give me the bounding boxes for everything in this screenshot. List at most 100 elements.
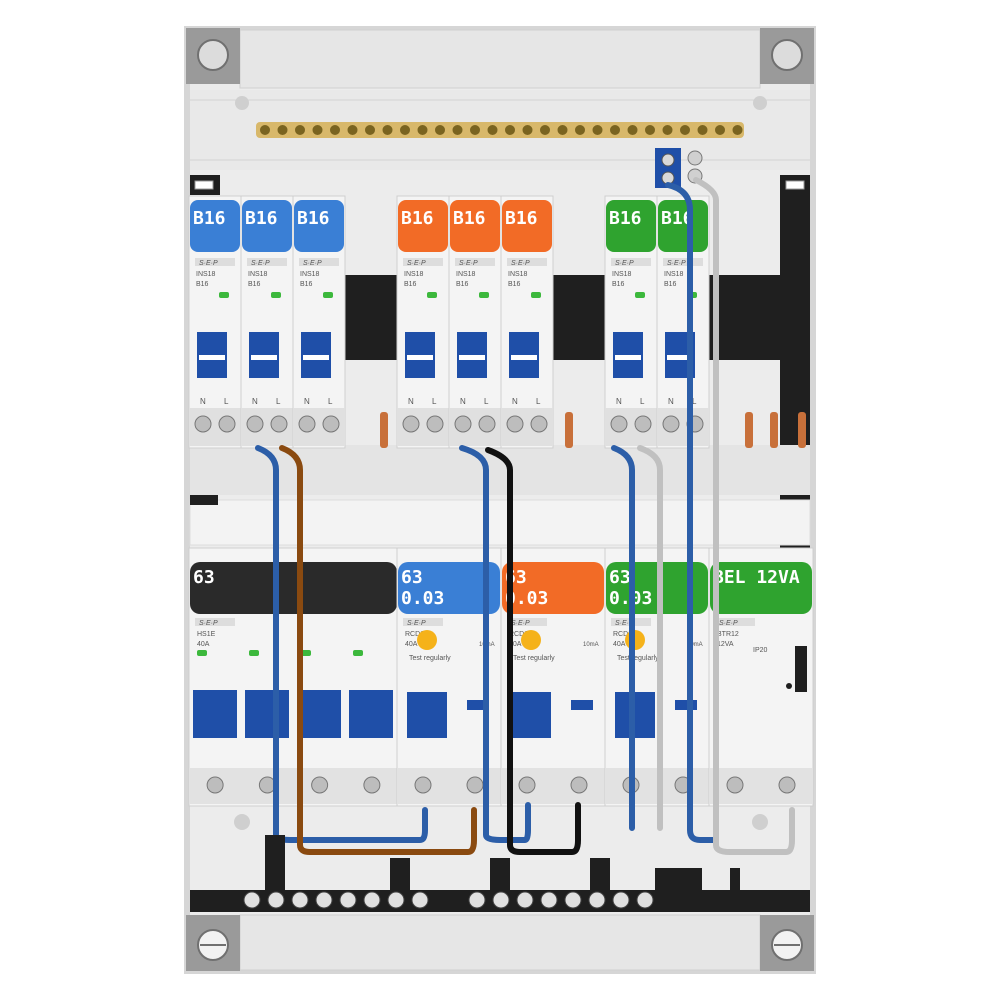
- mcb-label-cap: [398, 200, 448, 252]
- terminal-screw: [311, 776, 329, 794]
- mcb-label: B16: [609, 208, 642, 229]
- mcb-label-cap: [190, 200, 240, 252]
- wire-blue-2: [459, 445, 531, 843]
- busbar-screw: [312, 125, 323, 135]
- terminal-screw: [218, 415, 236, 433]
- terminal-n: N: [668, 397, 674, 406]
- bottom-terminals: [190, 835, 810, 912]
- mcb-label-cap: [242, 200, 292, 252]
- device-note: Test regularly: [513, 655, 555, 662]
- busbar-strip: [256, 122, 744, 138]
- status-indicator: [249, 650, 259, 656]
- mcb-model: INS18: [664, 271, 684, 278]
- brand-text: S·E·P: [251, 260, 270, 267]
- busbar-screw: [505, 125, 515, 135]
- main-switch-toggle: [297, 690, 341, 738]
- terminal-screw: [612, 891, 630, 909]
- toggle-line: [615, 355, 641, 360]
- device-model: RCD1: [405, 631, 424, 638]
- terminal-l: L: [276, 397, 281, 406]
- mcb-label: B16: [453, 208, 486, 229]
- rcd-slider: [571, 700, 593, 710]
- device-rating: 40A: [197, 641, 210, 648]
- terminal-screw: [194, 415, 212, 433]
- terminal-screw: [322, 415, 340, 433]
- mcb-rating: B16: [664, 281, 677, 288]
- terminal-screw: [414, 776, 432, 794]
- brand-text: S·E·P: [511, 260, 530, 267]
- mcb-label: B16: [193, 208, 226, 229]
- busbar-screw: [715, 125, 725, 135]
- device-note: Test regularly: [617, 655, 659, 662]
- wire-black-1: [485, 447, 581, 855]
- terminal-screw: [478, 415, 496, 433]
- brand-strip: [299, 258, 339, 266]
- terminal-l: L: [328, 397, 333, 406]
- mcb-label-cap: [450, 200, 500, 252]
- device-label-line1: 63: [609, 567, 631, 588]
- terminal-l: L: [224, 397, 229, 406]
- mcb-rating: B16: [300, 281, 313, 288]
- terminal-l: L: [536, 397, 541, 406]
- brand-text: S·E·P: [407, 260, 426, 267]
- terminal-screw: [636, 891, 654, 909]
- busbar-screw: [540, 125, 550, 135]
- brand-strip: [403, 618, 443, 626]
- terminal-screw: [492, 891, 510, 909]
- terminal-screw: [634, 415, 652, 433]
- toggle-line: [459, 355, 485, 360]
- mcb-label: B16: [297, 208, 330, 229]
- mcb-label: B16: [245, 208, 278, 229]
- terminal-l: L: [692, 397, 697, 406]
- mcb-rating: B16: [248, 281, 261, 288]
- mcb-label-cap: [294, 200, 344, 252]
- status-indicator: [635, 292, 645, 298]
- mcb-label: B16: [505, 208, 538, 229]
- brand-text: S·E·P: [615, 260, 634, 267]
- status-indicator: [219, 292, 229, 298]
- mcb-model: INS18: [508, 271, 528, 278]
- mcb-rating: B16: [508, 281, 521, 288]
- mcb-label: B16: [401, 208, 434, 229]
- device-rating: 40A: [613, 641, 626, 648]
- corner-screws: [186, 28, 814, 971]
- test-button: [521, 630, 541, 650]
- mcb-model: INS18: [196, 271, 216, 278]
- brand-text: S·E·P: [407, 620, 426, 627]
- status-indicator: [323, 292, 333, 298]
- terminal-screw: [466, 776, 484, 794]
- terminal-screw: [518, 776, 536, 794]
- brand-text: S·E·P: [719, 620, 738, 627]
- brand-strip: [455, 258, 495, 266]
- terminal-screw: [468, 891, 486, 909]
- terminal-screw: [564, 891, 582, 909]
- brand-strip: [247, 258, 287, 266]
- brand-strip: [611, 258, 651, 266]
- status-indicator: [353, 650, 363, 656]
- main-switch-toggle: [349, 690, 393, 738]
- busbar-screw: [610, 125, 620, 135]
- terminal-screw: [454, 415, 472, 433]
- busbar-screw: [470, 125, 480, 135]
- terminal-screw: [315, 891, 333, 909]
- brand-text: S·E·P: [667, 260, 686, 267]
- device-label-line1: BEL 12VA: [713, 567, 800, 588]
- rcd-slider: [467, 700, 489, 710]
- busbar-screw: [627, 125, 638, 135]
- terminal-n: N: [616, 397, 622, 406]
- toggle-line: [407, 355, 433, 360]
- copper-pin: [770, 412, 778, 448]
- toggle-line: [251, 355, 277, 360]
- terminal-screw: [267, 891, 285, 909]
- rcd-slider: [675, 700, 697, 710]
- terminal-l: L: [640, 397, 645, 406]
- terminal-n: N: [200, 397, 206, 406]
- rail-slot-left: [194, 180, 214, 190]
- status-indicator: [479, 292, 489, 298]
